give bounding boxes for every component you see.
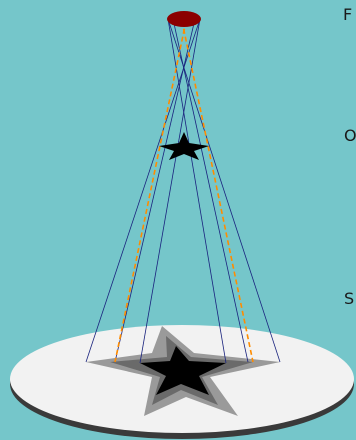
object-star bbox=[159, 132, 209, 160]
label-object: O bbox=[344, 126, 356, 145]
label-source: F bbox=[343, 5, 352, 24]
rays-outer bbox=[86, 19, 280, 363]
rays-inner bbox=[115, 21, 253, 362]
label-screen: S bbox=[344, 289, 354, 308]
light-source bbox=[167, 11, 201, 27]
